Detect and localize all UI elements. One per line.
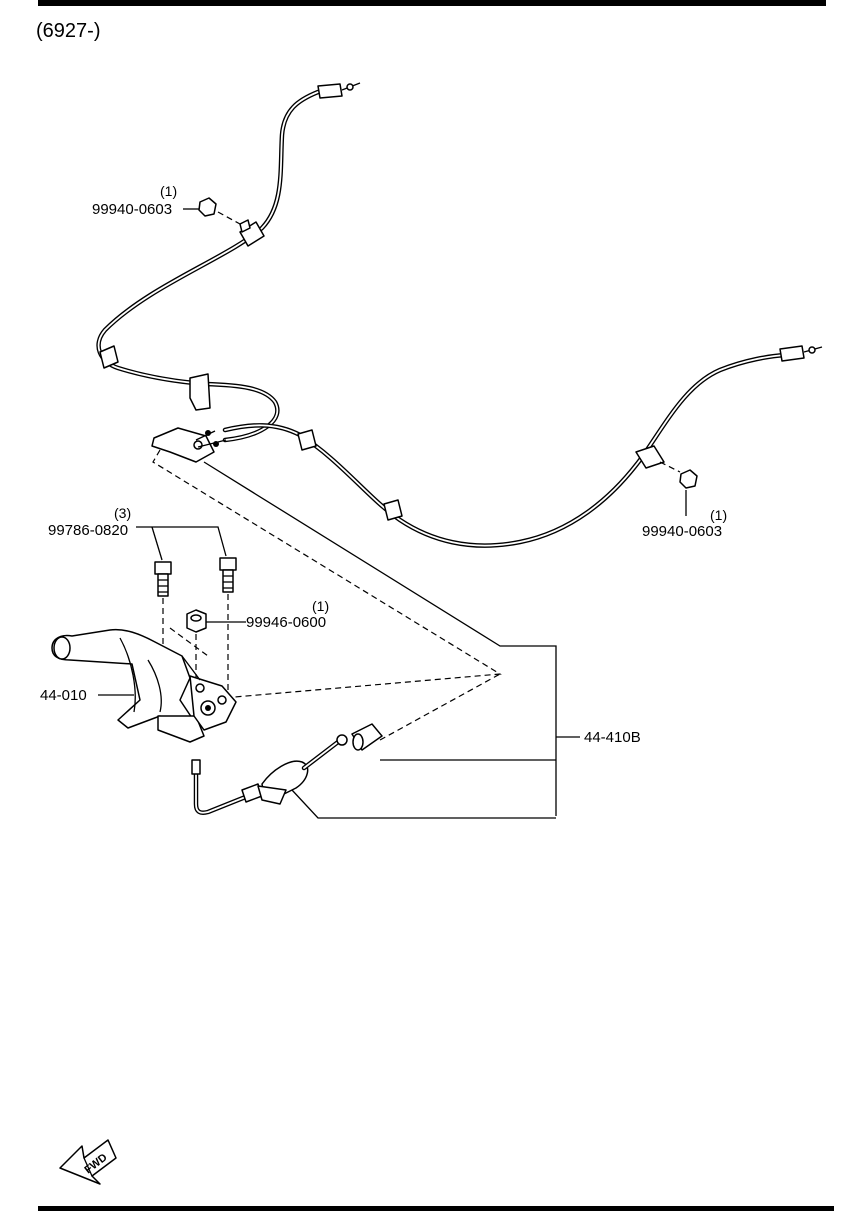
bolts-part-number: 99786-0820 — [48, 522, 128, 539]
nut-right-part-number: 99940-0603 — [642, 523, 722, 540]
bolt-icon — [219, 557, 237, 593]
bolts-qty: (3) — [114, 505, 131, 521]
nut-top-part-number: 99940-0603 — [92, 201, 172, 218]
nut-right-qty: (1) — [710, 507, 727, 523]
nut-right-icon — [659, 461, 698, 489]
rear-cable-left — [96, 82, 361, 443]
nut-lever-qty: (1) — [312, 598, 329, 614]
bolt-icon — [154, 561, 172, 597]
cable-clip — [99, 221, 665, 521]
nut-lever-part-number: 99946-0600 — [246, 614, 326, 631]
top-border — [38, 0, 826, 6]
lever-part-number: 44-010 — [40, 687, 87, 704]
nut-top-qty: (1) — [160, 183, 177, 199]
nut-lever-icon — [186, 609, 207, 633]
parking-brake-lever — [51, 628, 237, 743]
bottom-border — [38, 1206, 834, 1211]
front-cable — [191, 723, 383, 815]
fwd-arrow-icon: FWD — [59, 1139, 117, 1185]
cable-part-number: 44-410B — [584, 729, 641, 746]
leader-lines — [98, 208, 687, 819]
equalizer-bracket — [151, 427, 227, 463]
serial-range-label: (6927-) — [36, 20, 100, 42]
nut-top-icon — [198, 197, 251, 233]
